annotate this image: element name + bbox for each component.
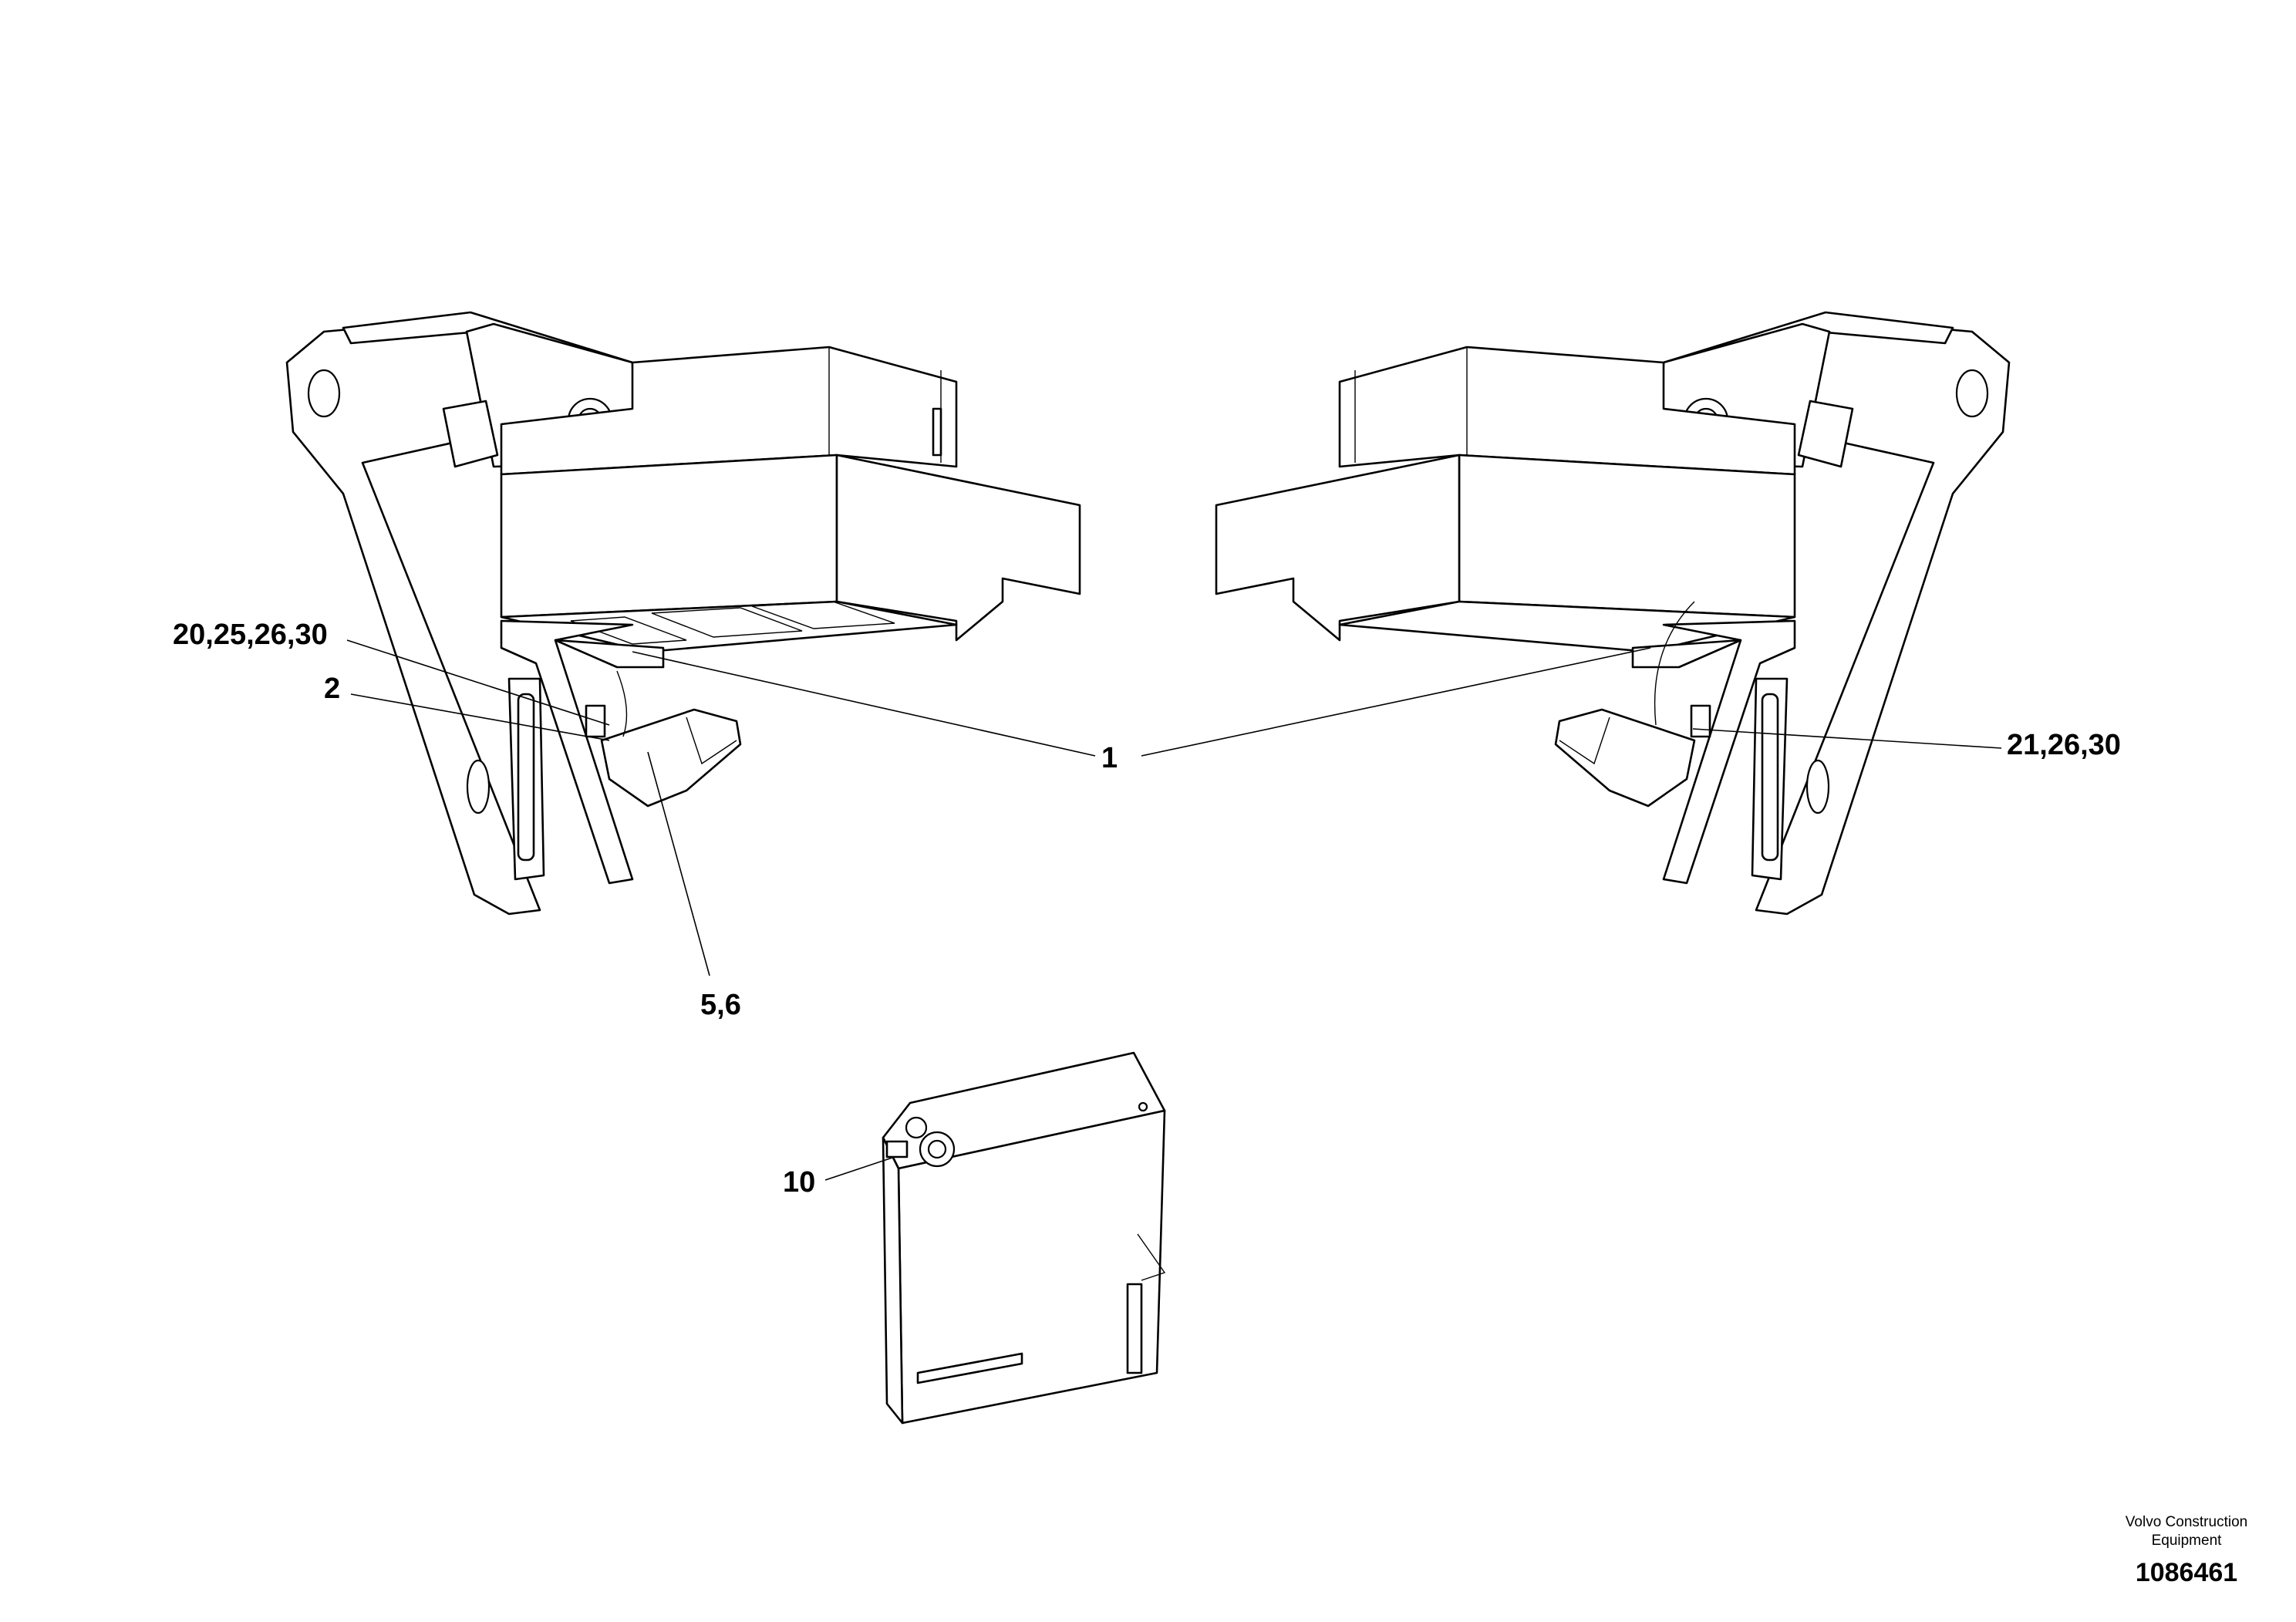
right-work-lamp [1554, 708, 1696, 808]
left-slot [517, 693, 535, 862]
footer-brand-block: Volvo Construction Equipment 1086461 [2082, 1513, 2291, 1588]
left-bottom-panel [500, 600, 958, 653]
leader-21-26-30 [1692, 728, 2002, 749]
right-bottom-panel [1338, 600, 1796, 653]
right-oval-hole [1805, 759, 1830, 814]
leader-10 [824, 1156, 895, 1181]
control-box-flange [1137, 1233, 1166, 1281]
figure-number: 1086461 [2135, 1558, 2238, 1587]
right-box-tray [1215, 454, 1461, 642]
left-support-tab [554, 639, 665, 669]
callout-5-6: 5,6 [700, 989, 741, 1021]
left-support-plate [500, 619, 634, 885]
left-work-lamp [600, 708, 742, 808]
right-box-edge [1354, 347, 1468, 463]
leader-lines [346, 639, 2002, 1181]
callout-labels: 20,25,26,30 2 1 21,26,30 5,6 10 [173, 619, 2121, 1199]
control-box [882, 1051, 1166, 1425]
left-panel-window-1 [570, 616, 687, 645]
leader-20-25-26-30 [346, 639, 610, 726]
left-box-front [500, 454, 838, 619]
left-box-tray [835, 454, 1081, 642]
left-pin-boss [442, 400, 499, 468]
brand-name-line-1: Volvo Construction [2125, 1514, 2248, 1530]
leader-2 [350, 693, 610, 741]
callout-21-26-30: 21,26,30 [2007, 729, 2121, 761]
left-lamp-cable [616, 670, 628, 737]
right-lamp-cable [1654, 601, 1695, 726]
left-panel-window-2 [651, 607, 803, 638]
right-lamp-bracket [1690, 704, 1711, 738]
brand-name-line-2: Equipment [2151, 1533, 2222, 1549]
right-side-plate-hole [1955, 369, 1989, 418]
control-box-hinge [1126, 1283, 1143, 1374]
left-oval-hole [466, 759, 491, 814]
control-box-side [882, 1136, 904, 1425]
left-bracket-assembly [285, 311, 1081, 916]
right-bracket-assembly [1215, 311, 2011, 916]
control-box-connector [885, 1140, 909, 1158]
left-panel-window-3 [751, 601, 895, 629]
left-work-lamp-face [647, 717, 737, 807]
leader-1-right [1141, 647, 1651, 757]
callout-20-25-26-30: 20,25,26,30 [173, 619, 328, 651]
callout-2: 2 [324, 673, 340, 705]
callout-10: 10 [783, 1166, 815, 1199]
control-box-screw [1138, 1101, 1148, 1112]
control-box-knob [905, 1116, 928, 1139]
left-box-slot [932, 407, 942, 457]
control-box-handle [916, 1352, 1023, 1384]
leader-1-left [632, 651, 1096, 757]
right-work-lamp-face [1559, 717, 1649, 807]
callout-1: 1 [1101, 742, 1118, 774]
right-pin-boss [1797, 400, 1854, 468]
right-support-plate [1662, 619, 1796, 885]
right-box-front [1458, 454, 1796, 619]
control-box-cap-inner [927, 1139, 947, 1159]
left-side-plate-hole [307, 369, 341, 418]
leader-5-6 [647, 751, 710, 976]
right-slot [1761, 693, 1779, 862]
